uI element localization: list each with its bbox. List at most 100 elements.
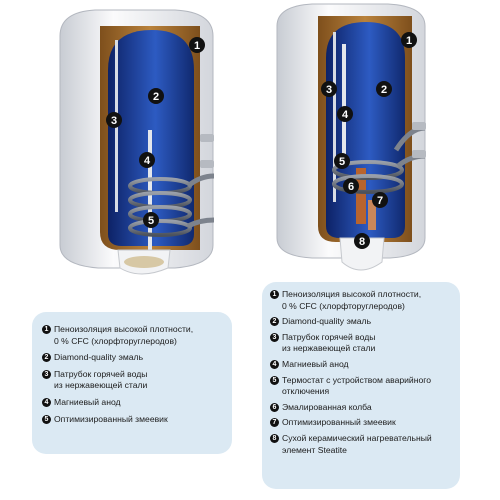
legend-line: Пеноизоляция высокой плотности, (54, 324, 194, 334)
legend-text: Оптимизированный змеевик (282, 417, 454, 429)
right-anode (342, 44, 346, 164)
svg-text:3: 3 (111, 115, 117, 127)
legend-line: Оптимизированный змеевик (282, 417, 396, 428)
legend-number-badge: 2 (270, 317, 279, 327)
svg-text:3: 3 (326, 84, 332, 96)
legend-text: Diamond-quality эмаль (282, 316, 454, 328)
right-legend-item-2: 2 Diamond-quality эмаль (270, 316, 454, 328)
right-pipe-outlet-top (412, 122, 426, 130)
legend-line: отключения (282, 386, 330, 397)
legend-number-badge: 3 (42, 369, 51, 379)
legend-line: из нержавеющей стали (54, 380, 148, 391)
left-anode (148, 130, 152, 250)
right-legend-item-1: 1 Пеноизоляция высокой плотности, 0 % CF… (270, 289, 454, 312)
legend-text: Магниевый анод (54, 397, 226, 409)
left-pipe-outlet-top (200, 134, 214, 142)
left-callout-1: 1 (189, 37, 205, 53)
left-callout-3: 3 (106, 112, 122, 128)
legend-line: Оптимизированный змеевик (54, 413, 168, 424)
legend-text: Оптимизированный змеевик (54, 414, 226, 426)
right-pipe-outlet-bottom (412, 150, 426, 158)
right-legend-item-7: 7 Оптимизированный змеевик (270, 417, 454, 429)
right-callout-3: 3 (321, 81, 337, 97)
left-legend-item-1: 1 Пеноизоляция высокой плотности, 0 % CF… (42, 324, 226, 347)
legend-number-badge: 4 (42, 397, 51, 407)
svg-text:8: 8 (359, 236, 365, 248)
left-legend-item-5: 5 Оптимизированный змеевик (42, 414, 226, 426)
svg-text:1: 1 (194, 40, 200, 52)
left-callout-2: 2 (148, 88, 164, 104)
right-legend-item-8: 8 Сухой керамический нагревательный элем… (270, 433, 454, 456)
legend-text: Патрубок горячей воды из нержавеющей ста… (282, 332, 454, 355)
right-legend-item-6: 6 Эмалированная колба (270, 402, 454, 414)
right-legend-item-4: 4 Магниевый анод (270, 359, 454, 371)
left-legend-panel: 1 Пеноизоляция высокой плотности, 0 % CF… (32, 312, 232, 454)
svg-text:5: 5 (339, 156, 345, 168)
legend-line: 0 % CFC (хлорфторуглеродов) (282, 300, 405, 311)
legend-number-badge: 8 (270, 433, 279, 443)
left-pipe-outlet-bottom (200, 160, 214, 168)
left-legend-item-3: 3 Патрубок горячей воды из нержавеющей с… (42, 369, 226, 392)
svg-text:4: 4 (342, 109, 349, 121)
legend-line: элемент Steatite (282, 444, 347, 455)
right-legend-panel: 1 Пеноизоляция высокой плотности, 0 % CF… (262, 282, 460, 489)
svg-text:4: 4 (144, 155, 151, 167)
left-coil (128, 173, 215, 237)
legend-number-badge: 4 (270, 359, 279, 369)
legend-number-badge: 6 (270, 402, 279, 412)
right-callout-5: 5 (334, 153, 350, 169)
right-callout-7: 7 (372, 192, 388, 208)
left-legend-item-2: 2 Diamond-quality эмаль (42, 352, 226, 364)
left-heater: 1 2 3 4 5 (59, 9, 215, 275)
legend-line: Сухой керамический нагревательный (282, 432, 432, 443)
right-callout-8: 8 (354, 233, 370, 249)
legend-line: Патрубок горячей воды (282, 331, 376, 342)
legend-line: Diamond-quality эмаль (282, 316, 372, 327)
legend-number-badge: 2 (42, 353, 51, 363)
legend-text: Сухой керамический нагревательный элемен… (282, 433, 454, 456)
right-thermostat-tube (356, 168, 366, 224)
legend-number-badge: 5 (42, 414, 51, 424)
legend-text: Магниевый анод (282, 359, 454, 371)
right-heater: 1 2 3 4 5 6 7 8 (276, 3, 426, 271)
right-legend-item-5: 5 Термостат с устройством аварийного отк… (270, 375, 454, 398)
legend-line: из нержавеющей стали (282, 343, 376, 354)
right-base-cap (339, 237, 385, 271)
legend-line: 0 % CFC (хлорфторуглеродов) (54, 335, 177, 346)
svg-text:7: 7 (377, 195, 383, 207)
legend-number-badge: 1 (42, 325, 51, 334)
svg-text:6: 6 (348, 181, 354, 193)
right-callout-2: 2 (376, 81, 392, 97)
left-callout-4: 4 (139, 152, 155, 168)
right-callout-4: 4 (337, 106, 353, 122)
left-callout-5: 5 (143, 212, 159, 228)
legend-line: Патрубок горячей воды (54, 368, 148, 379)
right-enamel-flask (368, 200, 376, 230)
legend-line: Магниевый анод (282, 358, 349, 369)
right-coil (332, 125, 426, 194)
legend-text: Патрубок горячей воды из нержавеющей ста… (54, 369, 226, 392)
legend-number-badge: 5 (270, 375, 279, 385)
right-callout-6: 6 (343, 178, 359, 194)
legend-line: Пеноизоляция высокой плотности, (282, 289, 422, 299)
right-legend-item-3: 3 Патрубок горячей воды из нержавеющей с… (270, 332, 454, 355)
svg-text:5: 5 (148, 215, 154, 227)
legend-number-badge: 1 (270, 290, 279, 299)
legend-text: Эмалированная колба (282, 402, 454, 414)
right-hot-water-pipe (333, 32, 336, 202)
svg-text:2: 2 (381, 84, 387, 96)
svg-text:2: 2 (153, 91, 159, 103)
legend-line: Эмалированная колба (282, 401, 372, 412)
legend-line: Diamond-quality эмаль (54, 352, 144, 363)
svg-text:1: 1 (406, 35, 412, 47)
legend-line: Магниевый анод (54, 396, 121, 407)
right-callout-1: 1 (401, 32, 417, 48)
legend-number-badge: 7 (270, 418, 279, 428)
left-heating-element (124, 256, 164, 268)
legend-text: Пеноизоляция высокой плотности, 0 % CFC … (54, 324, 226, 347)
legend-text: Пеноизоляция высокой плотности, 0 % CFC … (282, 289, 454, 312)
legend-number-badge: 3 (270, 332, 279, 342)
legend-text: Diamond-quality эмаль (54, 352, 226, 364)
legend-text: Термостат с устройством аварийного отклю… (282, 375, 454, 398)
